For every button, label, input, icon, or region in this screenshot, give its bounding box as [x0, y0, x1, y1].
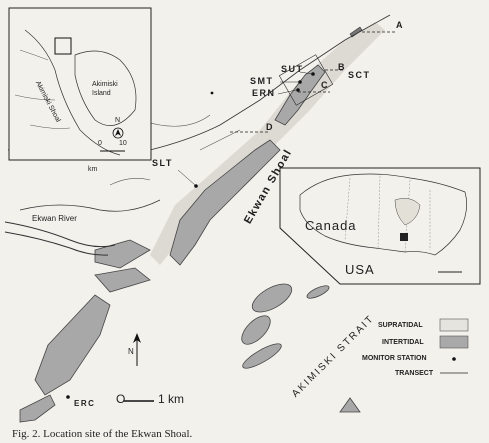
inset-canada-label: Canada: [305, 218, 357, 233]
inset-scale-unit: km: [88, 166, 98, 173]
offshore-island-4: [306, 285, 330, 299]
station-slt: [194, 184, 198, 188]
legend-label-transect: TRANSECT: [395, 370, 434, 377]
inset-left-frame: [8, 7, 152, 161]
transect-a-label: A: [396, 20, 404, 30]
main-north-label: N: [128, 347, 134, 356]
offshore-island-2: [241, 315, 271, 345]
inset-island-label: Akimiski Island: [92, 81, 118, 97]
legend-symbol-station: [452, 357, 456, 361]
inset-scale-0: 0: [98, 140, 102, 147]
leader-ern: [277, 89, 297, 95]
intertidal-shoal-north: [274, 64, 326, 126]
ekwan-river: [4, 221, 116, 248]
station-sct-label: SCT: [348, 70, 371, 80]
inset-usa-label: USA: [345, 262, 375, 277]
legend-swatch-intertidal: [439, 335, 469, 349]
inset-left-coast: [24, 29, 121, 156]
station-sut: [311, 72, 315, 76]
transect-c-label: C: [321, 80, 329, 90]
station-extra: [210, 91, 214, 95]
station-ern: [296, 88, 300, 92]
canada-outline: [299, 173, 467, 256]
inset-scale-10: 10: [119, 140, 127, 147]
north-arrow-icon: [115, 129, 121, 136]
intertidal-bar-a: [349, 26, 363, 38]
figure-caption: Fig. 2. Location site of the Ekwan Shoal…: [12, 428, 193, 440]
inset-left-locator: [54, 37, 72, 55]
station-erc-label: ERC: [74, 399, 96, 408]
intertidal-lobe-2: [94, 267, 151, 293]
intertidal-shoal-main: [169, 139, 281, 266]
leader-sut: [299, 71, 313, 75]
inland-stream-3: [199, 129, 241, 151]
leader-slt: [177, 169, 196, 186]
legend-label-intertidal: INTERTIDAL: [382, 339, 424, 346]
inset-right-locator: [400, 233, 408, 241]
station-slt-label: SLT: [152, 158, 173, 168]
transect-d-label: D: [266, 122, 274, 132]
inset-left-river1: [19, 49, 49, 61]
station-smt-label: SMT: [250, 76, 274, 86]
hudson-bay: [394, 198, 421, 226]
station-erc: [66, 395, 70, 399]
station-sut-label: SUT: [281, 64, 304, 74]
inset-north-label: N: [115, 117, 121, 124]
inset-left-north-circle: [112, 127, 124, 139]
intertidal-lobe-3: [34, 294, 111, 396]
station-ern-label: ERN: [252, 88, 276, 98]
main-north-arrow-icon: [133, 333, 141, 343]
ekwan-river-label: Ekwan River: [32, 214, 77, 223]
ekwan-river-bank: [4, 231, 109, 256]
offshore-island-1: [251, 283, 293, 313]
offshore-island-5: [339, 397, 361, 413]
station-box: [278, 54, 334, 106]
main-scale-0: O: [116, 392, 127, 406]
legend-label-supratidal: SUPRATIDAL: [378, 322, 423, 329]
coastline-2: [19, 199, 161, 212]
transect-b-label: B: [338, 62, 346, 72]
inset-left-river2: [14, 94, 56, 101]
legend-swatch-supratidal: [439, 318, 469, 332]
legend-label-station: MONITOR STATION: [362, 355, 427, 362]
offshore-island-3: [242, 343, 282, 369]
inset-left-river3: [29, 124, 71, 129]
inset-left-island: [74, 50, 137, 126]
intertidal-lobe-1: [94, 239, 151, 269]
main-scale-1: 1 km: [158, 392, 185, 406]
inland-stream-2: [109, 178, 151, 186]
canada-provinces: [344, 175, 431, 253]
intertidal-lobe-4: [19, 394, 56, 423]
station-smt: [298, 80, 302, 84]
